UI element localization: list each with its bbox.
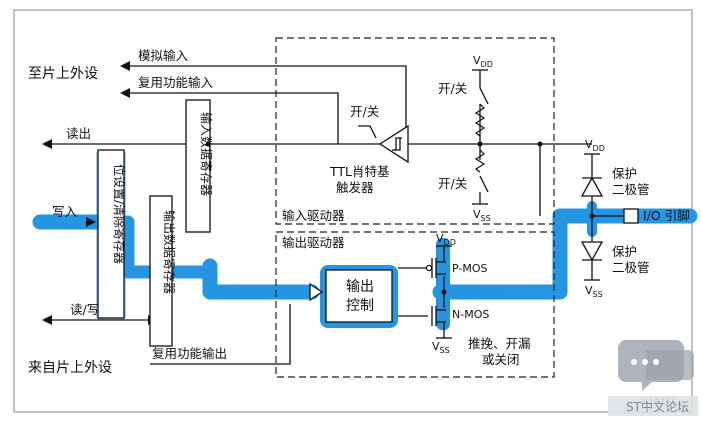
driver-boxes (275, 37, 555, 378)
bit-set-reset-label: 位设置/清除寄存器 (112, 164, 127, 264)
pull-resistors (474, 103, 486, 173)
registers (97, 99, 211, 347)
push-pull-label-2: 或关闭 (482, 352, 520, 367)
schmitt-trigger (378, 124, 409, 164)
svg-text:VDD: VDD (473, 54, 493, 69)
protect-diode-top-2: 二极管 (612, 182, 650, 197)
protect-diode-top-1: 保护 (612, 166, 637, 181)
io-pin (623, 208, 639, 224)
input-data-reg-label: 输入数据寄存器 (199, 112, 214, 196)
input-driver-box (275, 37, 555, 225)
mos-transistors (425, 258, 446, 326)
on-off-label-pulldown: 开/关 (438, 176, 467, 191)
svg-text:VSS: VSS (432, 340, 450, 355)
io-pin-label: I/O 引脚 (643, 208, 690, 223)
output-buffer (309, 282, 324, 302)
to-peripheral-label: 至片上外设 (28, 66, 98, 82)
ttl-schmitt-label-2: 触发器 (336, 180, 374, 195)
push-pull-label-1: 推挽、开漏 (468, 336, 531, 351)
protect-diode-bottom-2: 二极管 (612, 260, 650, 275)
write-in-label: 写入 (52, 204, 78, 219)
pull-up-resistor (474, 103, 486, 137)
wires (50, 65, 624, 365)
input-data-register (185, 99, 211, 233)
input-driver-label: 输入驱动器 (282, 208, 345, 223)
output-control-label-2: 控制 (346, 298, 374, 314)
supply-labels: VDD VSS VDD VSS VDD VSS (432, 54, 605, 355)
forum-watermark: ST中文论坛 (608, 340, 698, 416)
svg-text:VDD: VDD (585, 138, 605, 153)
analog-input-label: 模拟输入 (138, 48, 189, 63)
read-write-label: 读/写 (70, 302, 99, 317)
on-off-label-schmitt: 开/关 (350, 104, 379, 119)
protection-diodes (580, 176, 604, 262)
protect-diode-bottom-1: 保护 (612, 244, 637, 259)
p-mos-label: P-MOS (452, 262, 488, 275)
output-control-box (325, 269, 393, 323)
output-driver-box (275, 231, 555, 378)
on-off-label-pullup: 开/关 (438, 81, 467, 96)
alt-func-output-label: 复用功能输出 (152, 346, 227, 361)
from-peripheral-label: 来自片上外设 (28, 360, 112, 376)
svg-text:VDD: VDD (436, 232, 456, 247)
output-data-reg-label: 输出数据寄存器 (162, 210, 177, 294)
read-out-label: 读出 (66, 126, 91, 141)
svg-text:VSS: VSS (473, 208, 491, 223)
ttl-schmitt-label-1: TTL肖特基 (329, 164, 390, 179)
svg-text:VSS: VSS (585, 284, 603, 299)
watermark-text: ST中文论坛 (626, 399, 689, 414)
alt-func-input-label: 复用功能输入 (138, 75, 214, 90)
bit-set-reset-register (97, 149, 125, 319)
n-mos-label: N-MOS (452, 308, 489, 321)
output-driver-label: 输出驱动器 (282, 235, 345, 250)
output-control-label-1: 输出 (346, 279, 374, 295)
output-data-register (149, 195, 173, 347)
pull-down-resistor (474, 149, 486, 173)
